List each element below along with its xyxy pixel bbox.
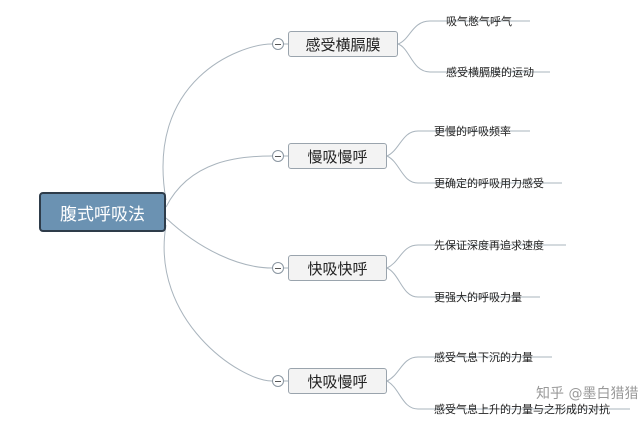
minus-icon <box>275 43 281 45</box>
collapse-toggle-icon[interactable] <box>272 262 284 274</box>
branch-topic-3[interactable]: 快吸快呼 <box>288 255 387 281</box>
root-topic-label: 腹式呼吸法 <box>60 204 145 225</box>
leaf-topic[interactable]: 更慢的呼吸频率 <box>434 125 511 138</box>
leaf-topic[interactable]: 感受气息下沉的力量 <box>434 351 533 364</box>
connector-b2-leaf-1 <box>386 130 530 157</box>
connector-b3-leaf-1 <box>386 244 566 269</box>
leaf-topic[interactable]: 更确定的呼吸用力感受 <box>434 177 544 190</box>
leaf-topic[interactable]: 感受气息上升的力量与之形成的对抗 <box>434 403 610 416</box>
collapse-toggle-icon[interactable] <box>272 38 284 50</box>
branch-topic-label: 快吸慢呼 <box>307 372 368 391</box>
connector-b2-leaf-2 <box>386 155 562 184</box>
collapse-toggle-icon[interactable] <box>272 150 284 162</box>
connector-b1-leaf-1 <box>397 20 530 45</box>
branch-topic-4[interactable]: 快吸慢呼 <box>288 368 387 394</box>
minus-icon <box>275 267 281 269</box>
root-connectors <box>162 43 288 382</box>
branch-topic-label: 快吸快呼 <box>307 259 368 278</box>
connector-root-branch-4 <box>163 224 273 382</box>
leaf-topic[interactable]: 感受横膈膜的运动 <box>446 66 534 79</box>
connector-b3-leaf-2 <box>386 267 540 298</box>
connector-b4-leaf-2 <box>386 380 630 410</box>
branch-topic-label: 慢吸慢呼 <box>307 147 368 166</box>
connector-root-branch-2 <box>165 155 273 208</box>
connector-b1-leaf-2 <box>397 43 550 73</box>
leaf-topic[interactable]: 更强大的呼吸力量 <box>434 291 522 304</box>
connector-root-branch-1 <box>162 43 273 201</box>
branch-topic-1[interactable]: 感受横膈膜 <box>288 31 398 57</box>
leaf-topic[interactable]: 吸气憋气呼气 <box>446 15 512 28</box>
minus-icon <box>275 155 281 157</box>
minus-icon <box>275 380 281 382</box>
leaf-topic[interactable]: 先保证深度再追求速度 <box>434 239 544 252</box>
collapse-toggle-icon[interactable] <box>272 375 284 387</box>
branch-topic-2[interactable]: 慢吸慢呼 <box>288 143 387 169</box>
watermark: 知乎 @墨白猎猎 <box>536 386 639 402</box>
connector-root-branch-3 <box>165 217 273 269</box>
root-topic[interactable]: 腹式呼吸法 <box>39 192 166 232</box>
connector-b4-leaf-1 <box>386 356 552 382</box>
branch-topic-label: 感受横膈膜 <box>305 35 381 54</box>
leaf-connectors <box>386 20 630 410</box>
